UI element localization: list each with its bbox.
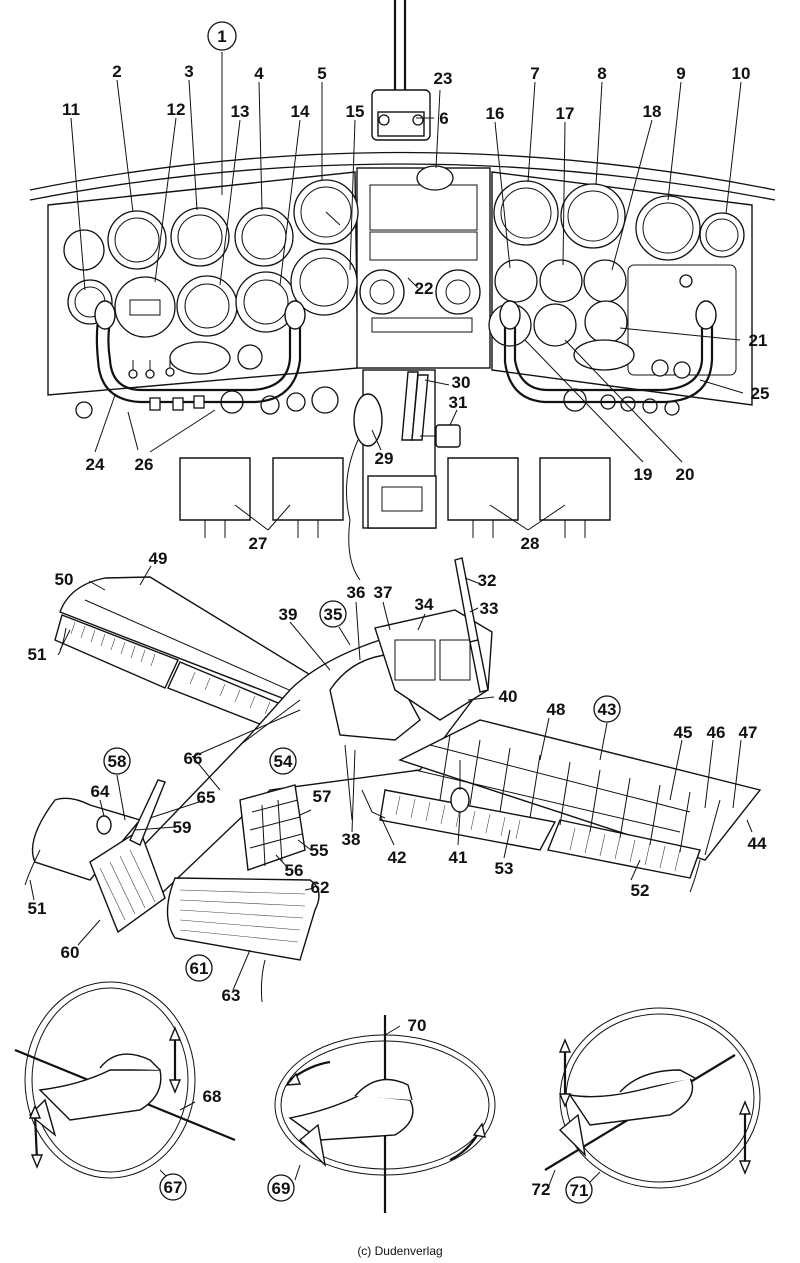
callout-36: 36 (347, 583, 366, 602)
callout-6: 6 (439, 109, 448, 128)
callout-44: 44 (748, 834, 767, 853)
callout-63: 63 (222, 986, 241, 1005)
callout-52: 52 (631, 881, 650, 900)
roll-axis-figure (544, 1007, 761, 1189)
callout-46: 46 (707, 723, 726, 742)
control-yokes (94, 300, 717, 411)
callout-5: 5 (317, 64, 326, 83)
callout-3: 3 (184, 62, 193, 81)
instrument-gauges-left (63, 179, 359, 419)
callout-26: 26 (135, 455, 154, 474)
callout-51b: 51 (28, 899, 47, 918)
callout-19: 19 (634, 465, 653, 484)
callout-16: 16 (486, 104, 505, 123)
callout-72: 72 (532, 1180, 551, 1199)
callout-38: 38 (342, 830, 361, 849)
callout-24: 24 (86, 455, 105, 474)
callout-18: 18 (643, 102, 662, 121)
callout-54: 54 (274, 752, 293, 771)
callout-69: 69 (272, 1179, 291, 1198)
callout-71: 71 (570, 1181, 589, 1200)
callout-8: 8 (597, 64, 606, 83)
callout-17: 17 (556, 104, 575, 123)
callout-20: 20 (676, 465, 695, 484)
callout-43: 43 (598, 700, 617, 719)
callout-64: 64 (91, 782, 110, 801)
copyright-credit: (c) Dudenverlag (357, 1244, 443, 1258)
callout-41: 41 (449, 848, 468, 867)
callout-57: 57 (313, 787, 332, 806)
yaw-axis-figure (274, 1015, 496, 1213)
callout-10: 10 (732, 64, 751, 83)
callout-14: 14 (291, 102, 310, 121)
callout-67: 67 (164, 1178, 183, 1197)
callout-66: 66 (184, 749, 203, 768)
callout-30: 30 (452, 373, 471, 392)
callout-37: 37 (374, 583, 393, 602)
cockpit-leader-lines (70, 52, 744, 531)
callout-35: 35 (324, 605, 343, 624)
callout-39: 39 (279, 605, 298, 624)
callout-1: 1 (217, 27, 226, 46)
callout-61: 61 (190, 959, 209, 978)
callout-28: 28 (521, 534, 540, 553)
callout-60: 60 (61, 943, 80, 962)
callout-21: 21 (749, 331, 768, 350)
callout-50: 50 (55, 570, 74, 589)
callout-13: 13 (231, 102, 250, 121)
callout-29: 29 (375, 449, 394, 468)
callout-55: 55 (310, 841, 329, 860)
callout-23: 23 (434, 69, 453, 88)
callout-11: 11 (62, 100, 80, 119)
callout-33: 33 (480, 599, 499, 618)
callout-32: 32 (478, 571, 497, 590)
callout-47: 47 (739, 723, 758, 742)
callout-labels: 1 2 3 4 5 6 7 8 9 10 11 12 13 14 15 16 1… (28, 21, 770, 1204)
callout-65: 65 (197, 788, 216, 807)
callout-45: 45 (674, 723, 693, 742)
airplane-cutaway (24, 557, 762, 1003)
center-console (345, 165, 481, 581)
callout-27: 27 (249, 534, 268, 553)
callout-62: 62 (311, 878, 330, 897)
callout-22: 22 (415, 279, 434, 298)
callout-31: 31 (449, 393, 468, 412)
callout-42: 42 (388, 848, 407, 867)
callout-7: 7 (530, 64, 539, 83)
callout-48: 48 (547, 700, 566, 719)
callout-53: 53 (495, 859, 514, 878)
callout-12: 12 (167, 100, 186, 119)
callout-4: 4 (254, 64, 264, 83)
callout-51: 51 (28, 645, 47, 664)
callout-40: 40 (499, 687, 518, 706)
pitch-axis-figure (14, 981, 236, 1181)
callout-34: 34 (415, 595, 434, 614)
rotation-axes (14, 981, 761, 1213)
callout-15: 15 (346, 102, 365, 121)
cockpit-section (29, 0, 776, 581)
callout-2: 2 (112, 62, 121, 81)
instrument-gauges-right (488, 180, 745, 416)
callout-56: 56 (285, 861, 304, 880)
callout-49: 49 (149, 549, 168, 568)
callout-70: 70 (408, 1016, 427, 1035)
callout-58: 58 (108, 752, 127, 771)
seats (179, 457, 611, 538)
callout-9: 9 (676, 64, 685, 83)
callout-68: 68 (203, 1087, 222, 1106)
callout-59: 59 (173, 818, 192, 837)
callout-25: 25 (751, 384, 770, 403)
